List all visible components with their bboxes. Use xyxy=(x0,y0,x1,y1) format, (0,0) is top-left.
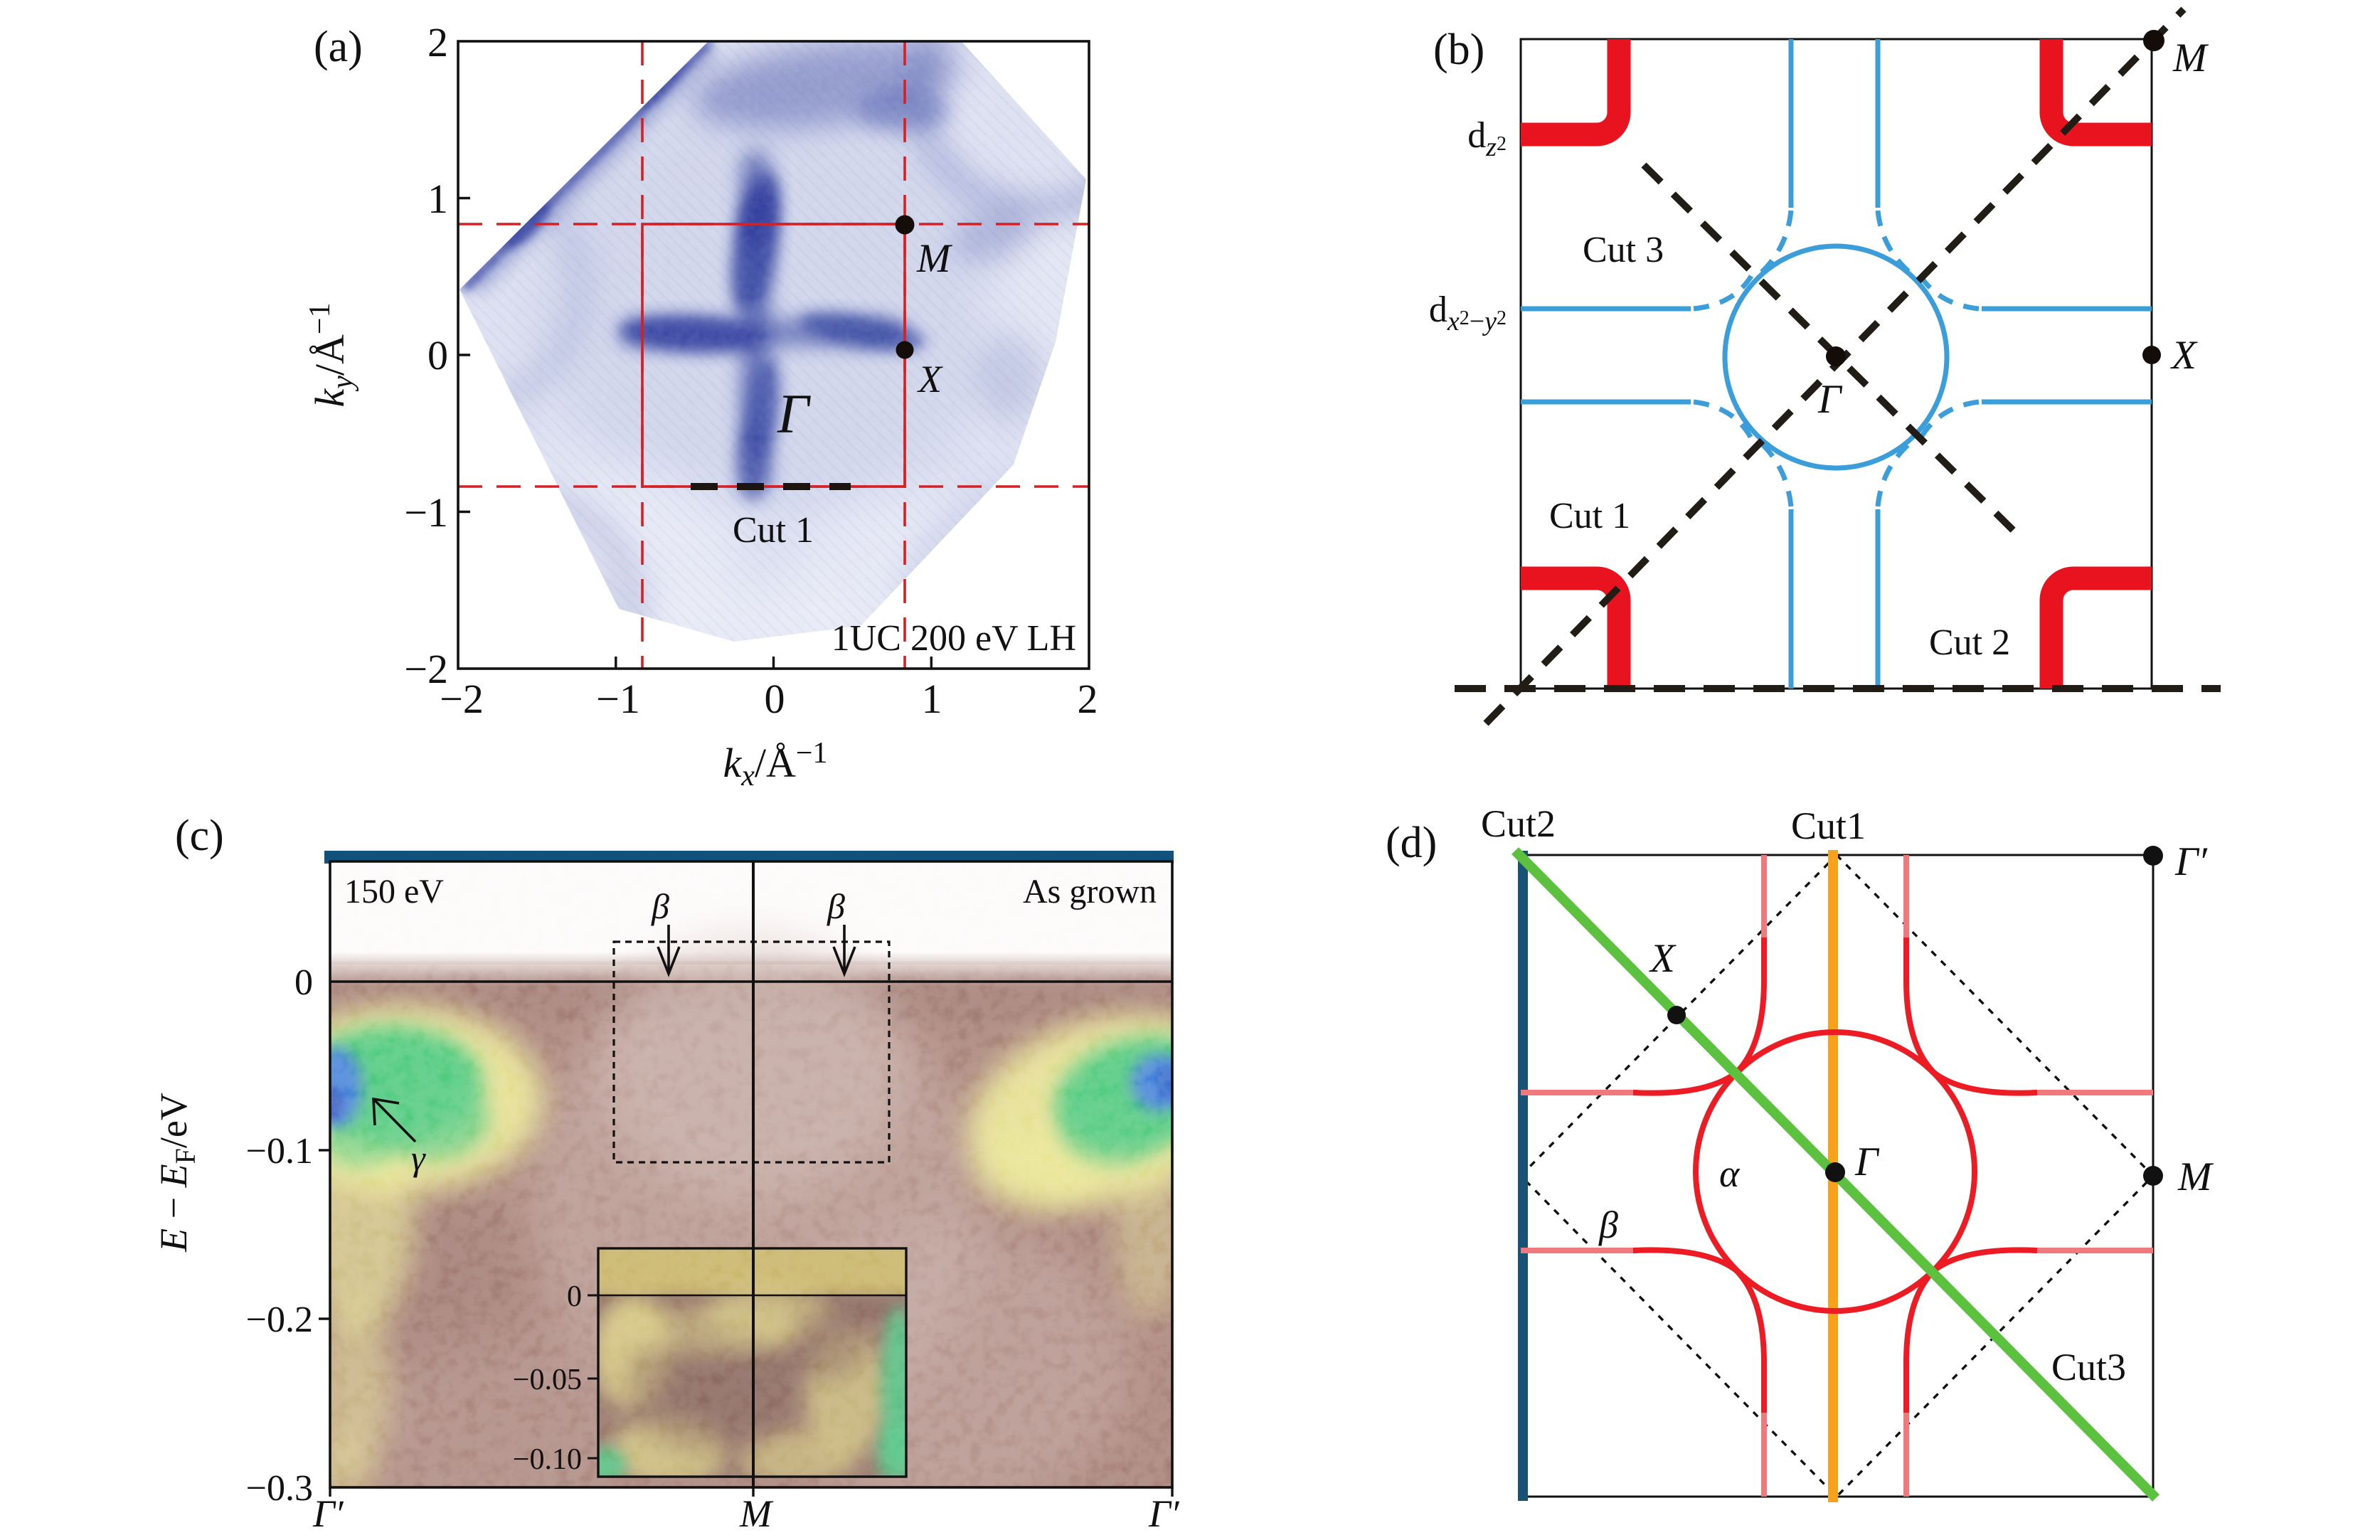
svg-text:Γ: Γ xyxy=(1817,377,1843,422)
svg-text:M: M xyxy=(2172,36,2209,80)
svg-text:Cut 2: Cut 2 xyxy=(1929,622,2010,663)
svg-text:−0.10: −0.10 xyxy=(513,1443,582,1476)
svg-text:β: β xyxy=(1598,1204,1618,1246)
svg-text:M: M xyxy=(2177,1154,2214,1199)
svg-text:Cut1: Cut1 xyxy=(1791,804,1866,847)
svg-text:Cut 1: Cut 1 xyxy=(1549,496,1630,536)
svg-text:Γ′: Γ′ xyxy=(312,1492,344,1535)
svg-text:2: 2 xyxy=(1078,676,1098,722)
svg-text:1: 1 xyxy=(427,176,448,222)
svg-text:X: X xyxy=(917,358,943,400)
svg-text:Cut3: Cut3 xyxy=(2051,1346,2126,1388)
svg-text:Cut2: Cut2 xyxy=(1481,802,1556,845)
svg-text:Γ′: Γ′ xyxy=(1148,1492,1180,1535)
svg-text:Γ: Γ xyxy=(777,383,811,445)
svg-text:X: X xyxy=(1649,936,1677,981)
svg-text:γ: γ xyxy=(411,1138,426,1178)
svg-text:(a): (a) xyxy=(314,23,363,71)
svg-text:ky/Å−1: ky/Å−1 xyxy=(304,302,359,407)
svg-text:0: 0 xyxy=(765,676,785,722)
svg-text:β: β xyxy=(651,886,669,926)
svg-text:As grown: As grown xyxy=(1023,873,1157,910)
svg-text:−2: −2 xyxy=(404,646,448,692)
svg-text:0: 0 xyxy=(567,1280,582,1313)
svg-text:kx/Å−1: kx/Å−1 xyxy=(723,737,827,792)
svg-text:−0.05: −0.05 xyxy=(513,1364,582,1396)
svg-text:−0.1: −0.1 xyxy=(246,1131,313,1172)
svg-text:−1: −1 xyxy=(596,676,640,722)
svg-text:Γ: Γ xyxy=(1854,1140,1880,1184)
svg-text:−0.2: −0.2 xyxy=(246,1300,313,1340)
svg-text:1: 1 xyxy=(922,676,942,722)
svg-text:(b): (b) xyxy=(1433,26,1484,74)
svg-text:(c): (c) xyxy=(175,812,224,860)
svg-text:(d): (d) xyxy=(1386,819,1437,867)
svg-text:E − EF/eV: E − EF/eV xyxy=(152,1093,201,1253)
svg-text:β: β xyxy=(827,886,845,926)
svg-text:M: M xyxy=(916,236,953,281)
svg-text:Γ′: Γ′ xyxy=(2174,839,2208,884)
svg-text:0: 0 xyxy=(427,332,448,378)
svg-text:1UC 200 eV LH: 1UC 200 eV LH xyxy=(832,618,1076,659)
svg-text:M: M xyxy=(739,1492,774,1535)
svg-text:−2: −2 xyxy=(440,676,484,722)
svg-text:Cut 3: Cut 3 xyxy=(1583,230,1664,270)
svg-text:0: 0 xyxy=(294,962,313,1003)
svg-text:Cut 1: Cut 1 xyxy=(733,510,814,551)
svg-text:−1: −1 xyxy=(404,489,448,536)
svg-text:X: X xyxy=(2170,333,2198,378)
svg-text:150 eV: 150 eV xyxy=(344,873,444,910)
svg-text:−0.3: −0.3 xyxy=(246,1468,313,1509)
svg-text:α: α xyxy=(1719,1152,1741,1195)
svg-text:2: 2 xyxy=(427,19,448,65)
